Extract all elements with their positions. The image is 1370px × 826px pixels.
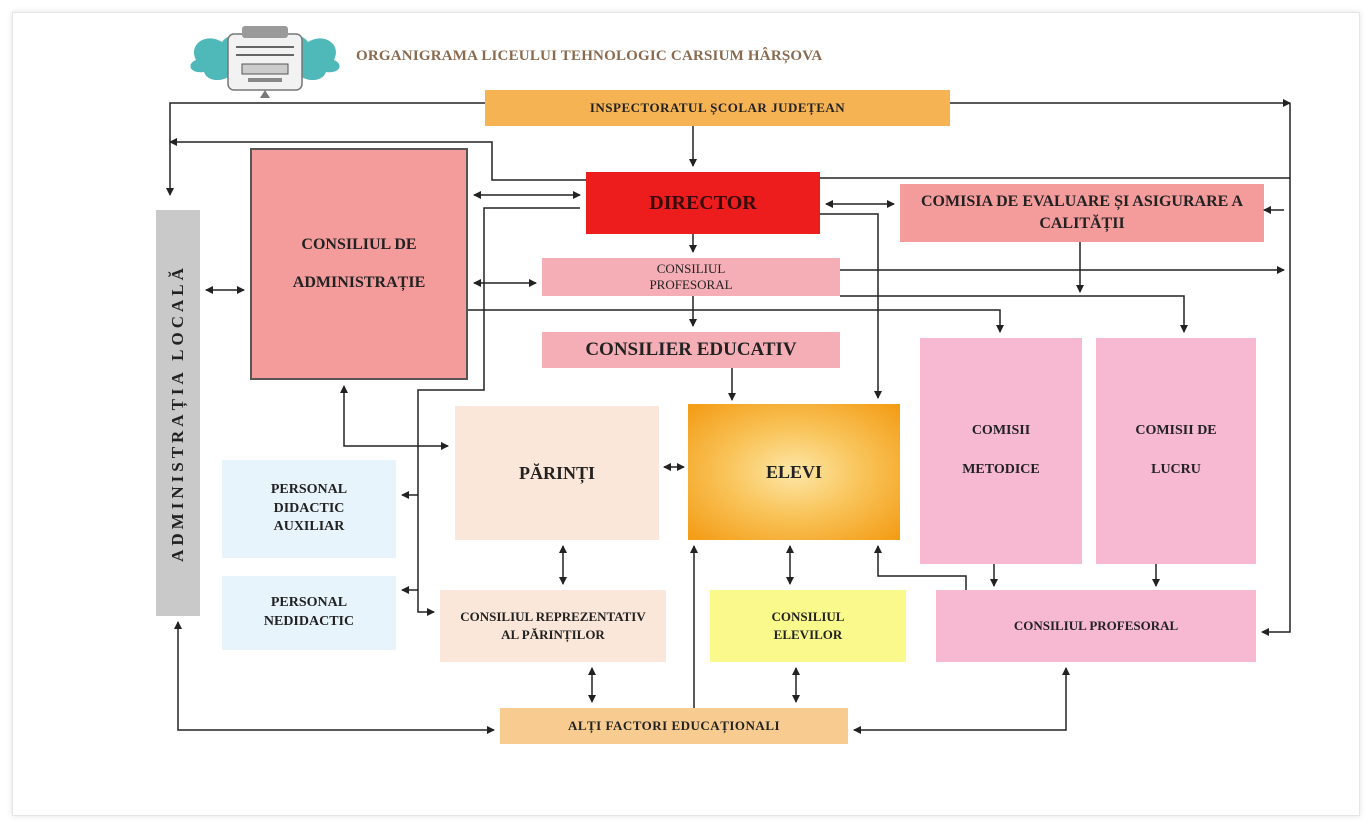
- consiliul-profesoral-bottom-box: CONSILIUL PROFESORAL: [936, 590, 1256, 662]
- director-box: DIRECTOR: [586, 172, 820, 234]
- arrow-alti-consprof: [853, 667, 1070, 734]
- consiliul-administratie-line2: ADMINISTRAȚIE: [292, 274, 426, 291]
- inspectorat-label: INSPECTORATUL ȘCOLAR JUDEȚEAN: [589, 100, 846, 116]
- arrow-dist-lucru: [840, 295, 1188, 333]
- arrow-consprof-elevi: [874, 545, 967, 590]
- arrow-admin-parinti: [340, 385, 449, 450]
- consiliul-profesoral-top-line1: CONSILIUL: [656, 260, 726, 276]
- arrow-director-loop-left: [169, 138, 586, 181]
- consilier-educativ-label: CONSILIER EDUCATIV: [585, 339, 797, 361]
- director-label: DIRECTOR: [649, 191, 757, 214]
- personal-didactic-auxiliar-label: PERSONAL DIDACTIC AUXILIAR: [270, 481, 348, 535]
- arrow-director-elevi: [820, 213, 882, 399]
- arrow-dist-metodice: [468, 309, 1004, 333]
- personal-didactic-auxiliar-box: PERSONAL DIDACTIC AUXILIAR: [222, 460, 396, 558]
- school-logo: [190, 26, 340, 98]
- arrow-alti-administratia: [174, 621, 495, 734]
- arrow-director-reprezentativ: [417, 207, 580, 616]
- alti-factori-box: ALȚI FACTORI EDUCAȚIONALI: [500, 708, 848, 744]
- comisii-lucru-line2: LUCRU: [1151, 462, 1201, 477]
- comisii-lucru-box: COMISII DE LUCRU: [1096, 338, 1256, 564]
- alti-factori-label: ALȚI FACTORI EDUCAȚIONALI: [567, 718, 781, 734]
- parinti-label: PĂRINȚI: [518, 462, 595, 483]
- elevi-box: ELEVI: [688, 404, 900, 540]
- consiliul-profesoral-top-box: CONSILIUL PROFESORAL: [542, 258, 840, 296]
- consiliul-elevilor-box: CONSILIUL ELEVILOR: [710, 590, 906, 662]
- arrow-inspectorat-administratia: [166, 102, 485, 196]
- consiliul-administratie-line1: CONSILIUL DE: [301, 236, 417, 254]
- chart-title: ORGANIGRAMA LICEULUI TEHNOLOGIC CARSIUM …: [356, 48, 823, 64]
- comisii-metodice-line2: METODICE: [962, 462, 1040, 477]
- administratia-locala-box: ADMINISTRAȚIA LOCALĂ: [156, 210, 200, 616]
- comisii-metodice-line1: COMISII: [971, 423, 1031, 439]
- comisii-lucru-line1: COMISII DE: [1135, 423, 1217, 439]
- consilier-educativ-box: CONSILIER EDUCATIV: [542, 332, 840, 368]
- consiliul-reprezentativ-label: CONSILIUL REPREZENTATIV AL PĂRINȚILOR: [460, 609, 646, 642]
- comisii-metodice-box: COMISII METODICE: [920, 338, 1082, 564]
- inspectorat-box: INSPECTORATUL ȘCOLAR JUDEȚEAN: [485, 90, 950, 126]
- consiliul-profesoral-top-line2: PROFESORAL: [649, 277, 733, 292]
- consiliul-profesoral-bottom-label: CONSILIUL PROFESORAL: [1013, 618, 1179, 634]
- consiliul-administratie-box: CONSILIUL DE ADMINISTRAȚIE: [250, 148, 468, 380]
- parinti-box: PĂRINȚI: [455, 406, 659, 540]
- consiliul-elevilor-label: CONSILIUL ELEVILOR: [771, 609, 845, 642]
- elevi-label: ELEVI: [765, 461, 823, 482]
- comisia-evaluare-label: COMISIA DE EVALUARE ȘI ASIGURARE A CALIT…: [920, 193, 1243, 232]
- comisia-evaluare-box: COMISIA DE EVALUARE ȘI ASIGURARE A CALIT…: [900, 184, 1264, 242]
- arrow-right-rail: [1261, 103, 1291, 636]
